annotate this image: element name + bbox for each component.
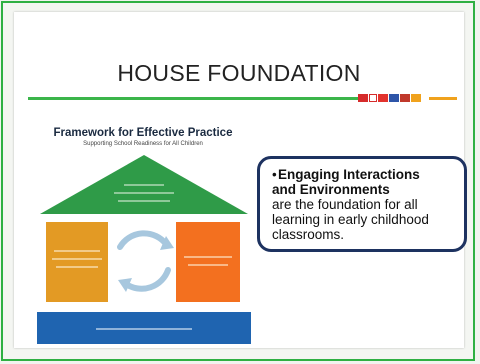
house-right-block <box>176 222 240 302</box>
framework-subtitle: Supporting School Readiness for All Chil… <box>83 141 203 147</box>
title-rule-green <box>28 97 358 100</box>
title-rule-orange <box>429 97 457 100</box>
callout-body-line1: are the foundation for all <box>272 197 418 212</box>
cycle-arrows-icon <box>117 230 171 292</box>
slide-title: HOUSE FOUNDATION <box>117 60 361 86</box>
bullet-icon: • <box>272 167 277 182</box>
callout-heading-line1: Engaging Interactions <box>278 167 420 182</box>
callout-body-line2: learning in early childhood <box>272 212 429 227</box>
callout-body-line3: classrooms. <box>272 227 345 242</box>
logo-color-strip <box>358 94 429 102</box>
house-framework-graphic <box>37 155 251 344</box>
house-left-block <box>46 222 108 302</box>
callout-heading-line2: and Environments <box>272 182 390 197</box>
presentation-slide: HOUSE FOUNDATION Framework for Effective… <box>14 12 467 348</box>
callout-box: •Engaging Interactions and Environments … <box>257 156 467 252</box>
framework-title: Framework for Effective Practice <box>53 127 233 139</box>
